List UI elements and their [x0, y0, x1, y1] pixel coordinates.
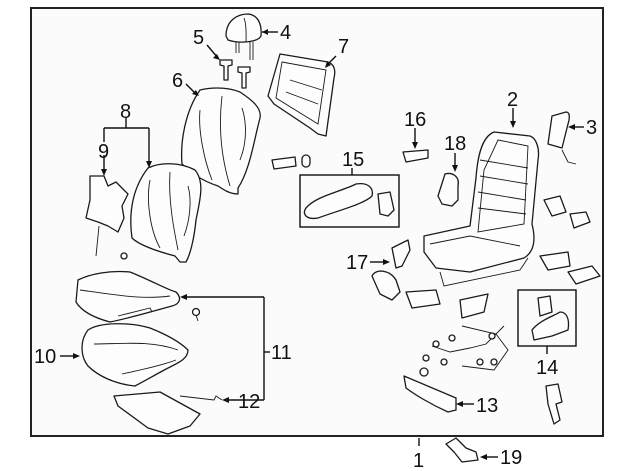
callout-labels: 4 5 6 7 8 9 10 11 12 13 14 15 16 17 18 2… — [34, 22, 597, 471]
part-6-seatback-cover[interactable] — [180, 87, 261, 195]
part-16-small-components[interactable] — [271, 154, 311, 170]
callout-12[interactable]: 12 — [238, 391, 260, 413]
part-8-seatback-pad[interactable] — [130, 163, 202, 263]
callout-3[interactable]: 3 — [586, 117, 597, 139]
callout-14[interactable]: 14 — [536, 357, 558, 379]
part-3-side-airbag[interactable] — [547, 111, 577, 165]
callout-6[interactable]: 6 — [172, 70, 183, 92]
callout-1[interactable]: 1 — [413, 450, 424, 471]
part-11-seat-cushion-assy[interactable] — [75, 270, 181, 323]
callout-13[interactable]: 13 — [476, 395, 498, 417]
callout-5[interactable]: 5 — [193, 27, 204, 49]
part-17-bracket[interactable] — [391, 239, 411, 269]
part-5-headrest-guides[interactable] — [219, 59, 251, 89]
wire-harness[interactable] — [422, 325, 509, 371]
callout-19[interactable]: 19 — [500, 447, 522, 469]
seat-belt-buckle[interactable] — [545, 383, 563, 425]
part-16-switch[interactable] — [402, 149, 429, 163]
clip-fastener[interactable] — [120, 252, 128, 260]
part-2-seat-frame[interactable] — [423, 131, 540, 287]
callout-11[interactable]: 11 — [271, 342, 292, 364]
callout-18[interactable]: 18 — [444, 133, 466, 155]
part-15-side-cover-group[interactable] — [299, 174, 400, 228]
callout-10[interactable]: 10 — [34, 346, 56, 368]
part-13-side-trim[interactable] — [403, 367, 457, 413]
callout-17[interactable]: 17 — [346, 252, 368, 274]
part-7-seatback-board[interactable] — [267, 53, 336, 137]
seat-motor[interactable] — [371, 270, 489, 319]
part-10-seat-cushion-pad[interactable] — [81, 323, 189, 387]
callout-16[interactable]: 16 — [404, 109, 426, 131]
part-18-knob[interactable] — [437, 172, 459, 207]
leader-lines — [60, 29, 584, 460]
callout-7[interactable]: 7 — [338, 36, 349, 58]
callout-15[interactable]: 15 — [342, 149, 364, 171]
part-12-seat-heater[interactable] — [113, 391, 223, 435]
callout-2[interactable]: 2 — [507, 89, 518, 111]
frame-covers[interactable] — [539, 195, 601, 285]
callout-4[interactable]: 4 — [280, 22, 291, 44]
part-14-cover-group[interactable] — [517, 289, 577, 347]
callout-8[interactable]: 8 — [120, 101, 131, 123]
callout-9[interactable]: 9 — [98, 141, 109, 163]
part-4-headrest[interactable] — [225, 13, 262, 60]
part-19-bracket[interactable] — [445, 437, 479, 463]
part-9-heater-element[interactable] — [85, 175, 129, 257]
screw-fastener[interactable] — [191, 307, 201, 322]
